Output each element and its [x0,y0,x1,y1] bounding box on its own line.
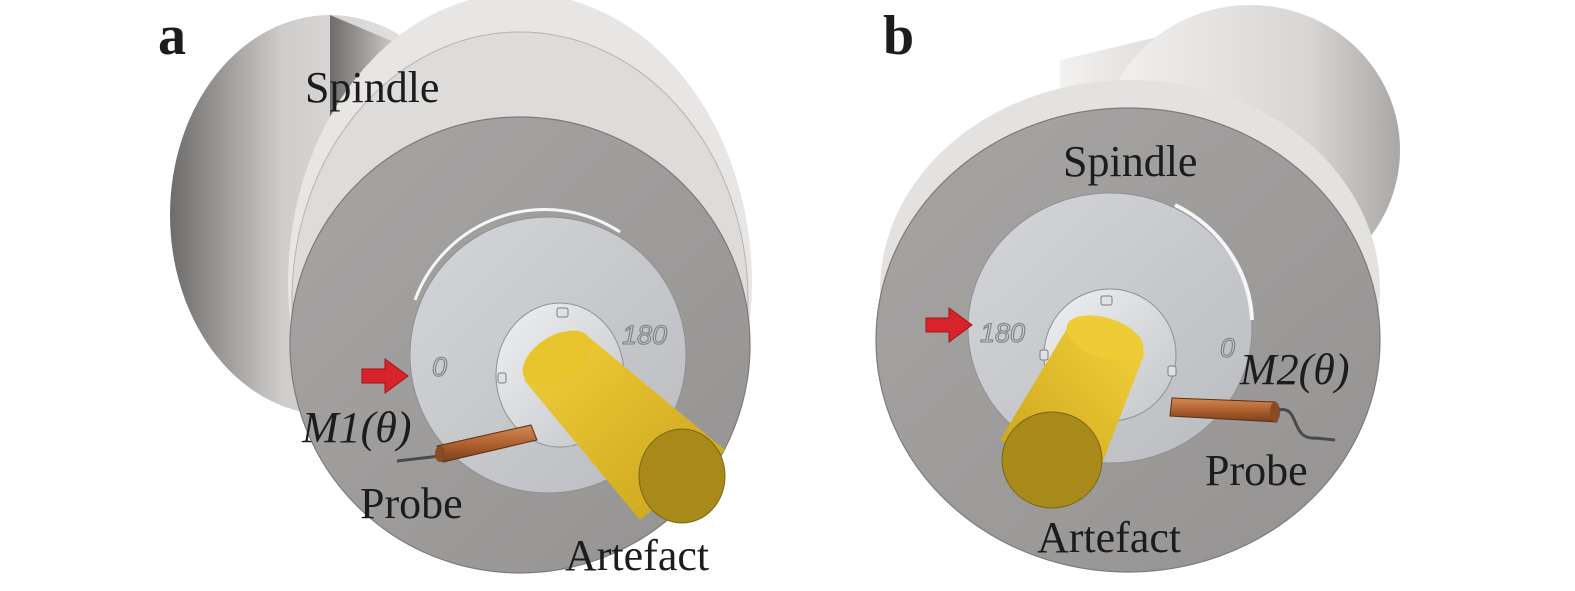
panel-letter-a: a [158,5,186,67]
probe-label-a: Probe [360,479,463,528]
artefact-label-b: Artefact [1037,513,1181,562]
panel-letter-b: b [883,5,914,67]
artefact-a [522,330,726,524]
measurement-label-a: M1(θ) [301,403,412,452]
spindle-label-b: Spindle [1063,137,1197,186]
set-screw-b [1100,295,1113,306]
panel-a: 0 180 a Spindle M1(θ) Probe Artefact [158,0,752,580]
artefact-label-a: Artefact [565,531,709,580]
dial-zero-b: 0 [1220,333,1235,363]
artefact-b [1000,315,1145,509]
red-arrow-a [361,358,409,394]
dial-zero-a: 0 [432,352,447,382]
set-screw-a [556,307,569,318]
dial-180-b: 180 [980,318,1025,348]
panel-b: 180 0 b Spindle M2(θ) Probe Artefact [875,5,1400,573]
red-arrow-b [925,307,973,343]
spindle-label-a: Spindle [305,63,439,112]
measurement-label-b: M2(θ) [1239,345,1350,394]
dial-180-a: 180 [622,320,667,350]
probe-b [1169,397,1336,442]
probe-label-b: Probe [1205,446,1308,495]
probe-a [396,424,538,463]
